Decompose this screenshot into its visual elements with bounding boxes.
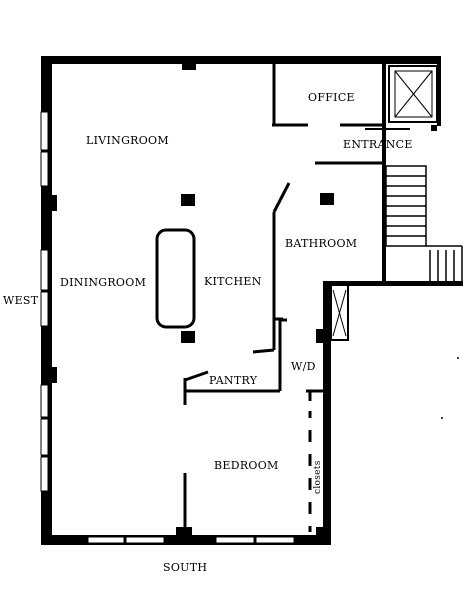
label-pantry: PANTRY	[209, 374, 258, 387]
window	[255, 536, 295, 544]
window	[40, 249, 49, 291]
label-diningroom: DININGROOM	[60, 276, 146, 289]
columns	[181, 62, 334, 537]
label-bedroom: BEDROOM	[214, 459, 279, 472]
window	[87, 536, 125, 544]
room-labels: OFFICE ENTRANCE LIVINGROOM BATHROOM DINI…	[3, 91, 413, 574]
label-entrance: ENTRANCE	[343, 138, 413, 151]
window	[40, 456, 49, 492]
label-office: OFFICE	[308, 91, 355, 104]
window	[40, 418, 49, 456]
kitchen-island	[155, 228, 196, 329]
label-kitchen: KITCHEN	[204, 275, 262, 288]
column	[320, 193, 334, 205]
column	[316, 329, 331, 343]
column	[182, 62, 196, 70]
label-wd: W/D	[291, 360, 316, 373]
column	[181, 331, 195, 343]
wall-north	[41, 56, 441, 64]
column	[181, 194, 195, 206]
south-windows	[87, 527, 295, 544]
wall-east-lower	[323, 283, 331, 545]
shaft-icon	[330, 284, 349, 341]
bathroom-walls	[252, 161, 382, 354]
window	[40, 291, 49, 327]
interior-walls	[183, 318, 326, 532]
column	[176, 527, 192, 537]
label-bathroom: BATHROOM	[285, 237, 357, 250]
window	[40, 111, 49, 151]
label-west: WEST	[3, 294, 39, 307]
wall-south	[41, 535, 331, 545]
wall-east-entrance	[382, 64, 386, 284]
label-livingroom: LIVINGROOM	[86, 134, 169, 147]
marks	[441, 357, 459, 419]
window	[215, 536, 255, 544]
elevator-icon	[365, 65, 438, 131]
west-windows	[40, 111, 57, 492]
office-walls	[272, 64, 384, 127]
label-south: SOUTH	[163, 561, 207, 574]
column	[316, 527, 328, 537]
stairs-icon	[385, 165, 463, 283]
window	[40, 151, 49, 187]
label-closets: closets	[313, 460, 323, 494]
wall-step	[323, 281, 463, 286]
window	[125, 536, 165, 544]
column	[48, 367, 57, 383]
column	[48, 195, 57, 211]
wall-east-top	[437, 56, 441, 126]
window	[40, 384, 49, 418]
